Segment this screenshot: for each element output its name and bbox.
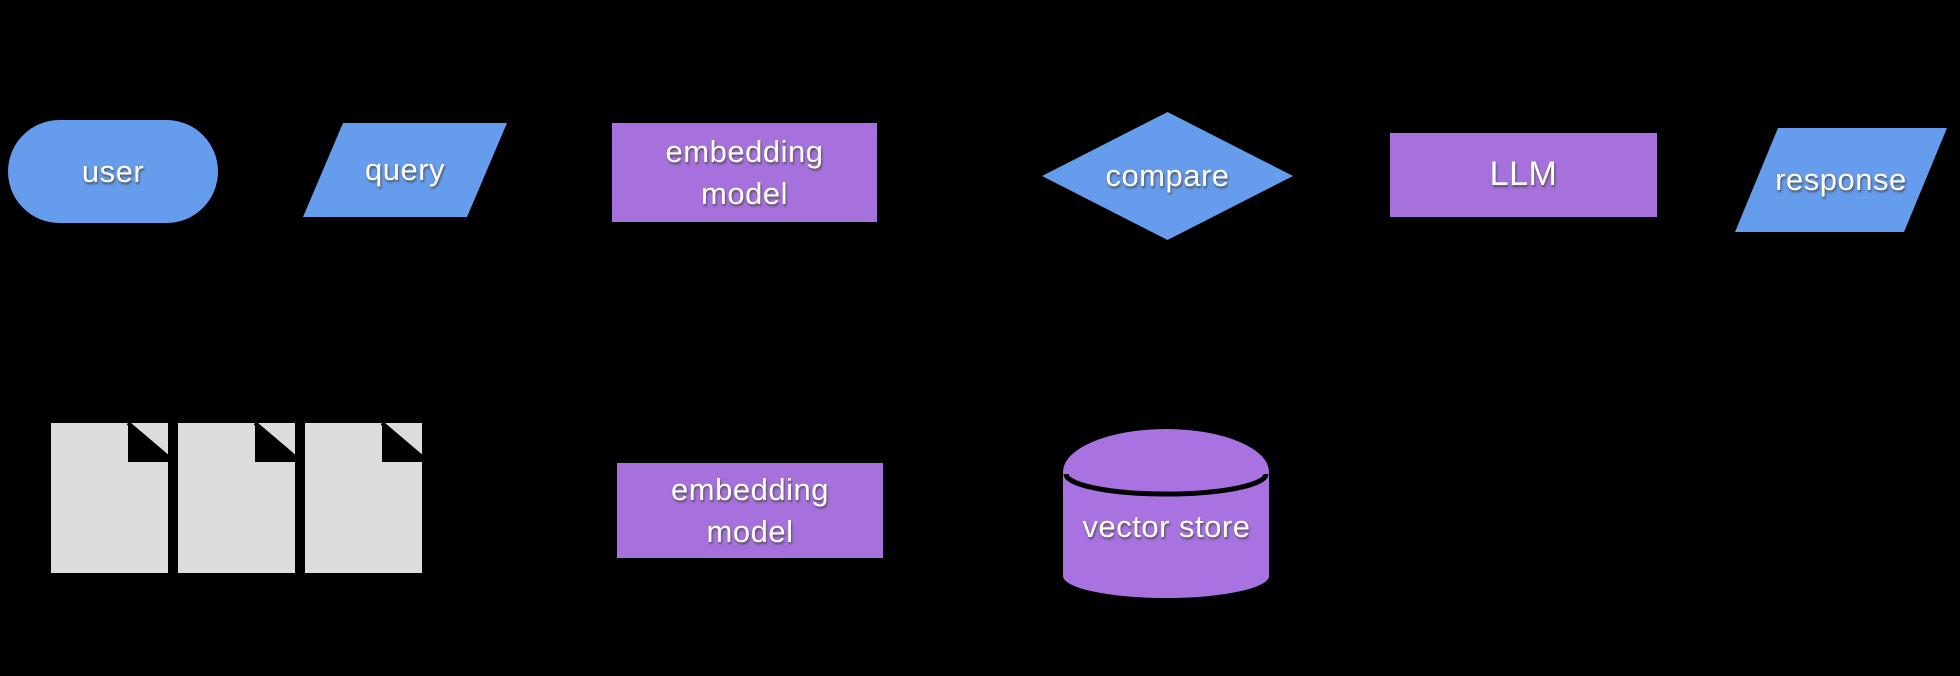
- document-icon: [304, 423, 422, 573]
- database-cylinder-icon: [1063, 429, 1269, 598]
- embedding-model-query-label: embedding model: [665, 133, 824, 211]
- node-documents: [50, 423, 422, 573]
- document-icon: [50, 423, 168, 573]
- response-label: response: [1775, 162, 1907, 198]
- query-label: query: [364, 152, 446, 188]
- node-vector-store: vector store: [1063, 428, 1270, 598]
- document-icon: [177, 423, 295, 573]
- embedding-model-docs-label: embedding model: [671, 471, 829, 549]
- node-embedding-model-query: embedding model: [612, 123, 877, 222]
- node-llm: LLM: [1390, 133, 1657, 217]
- vector-store-label: vector store: [1082, 509, 1251, 544]
- node-compare: compare: [1042, 112, 1293, 240]
- node-embedding-model-docs: embedding model: [617, 463, 883, 558]
- user-label: user: [81, 153, 145, 189]
- compare-label: compare: [1105, 158, 1230, 194]
- node-user: user: [8, 120, 218, 223]
- llm-label: LLM: [1489, 155, 1558, 194]
- node-query: query: [303, 123, 507, 217]
- node-response: response: [1735, 128, 1947, 232]
